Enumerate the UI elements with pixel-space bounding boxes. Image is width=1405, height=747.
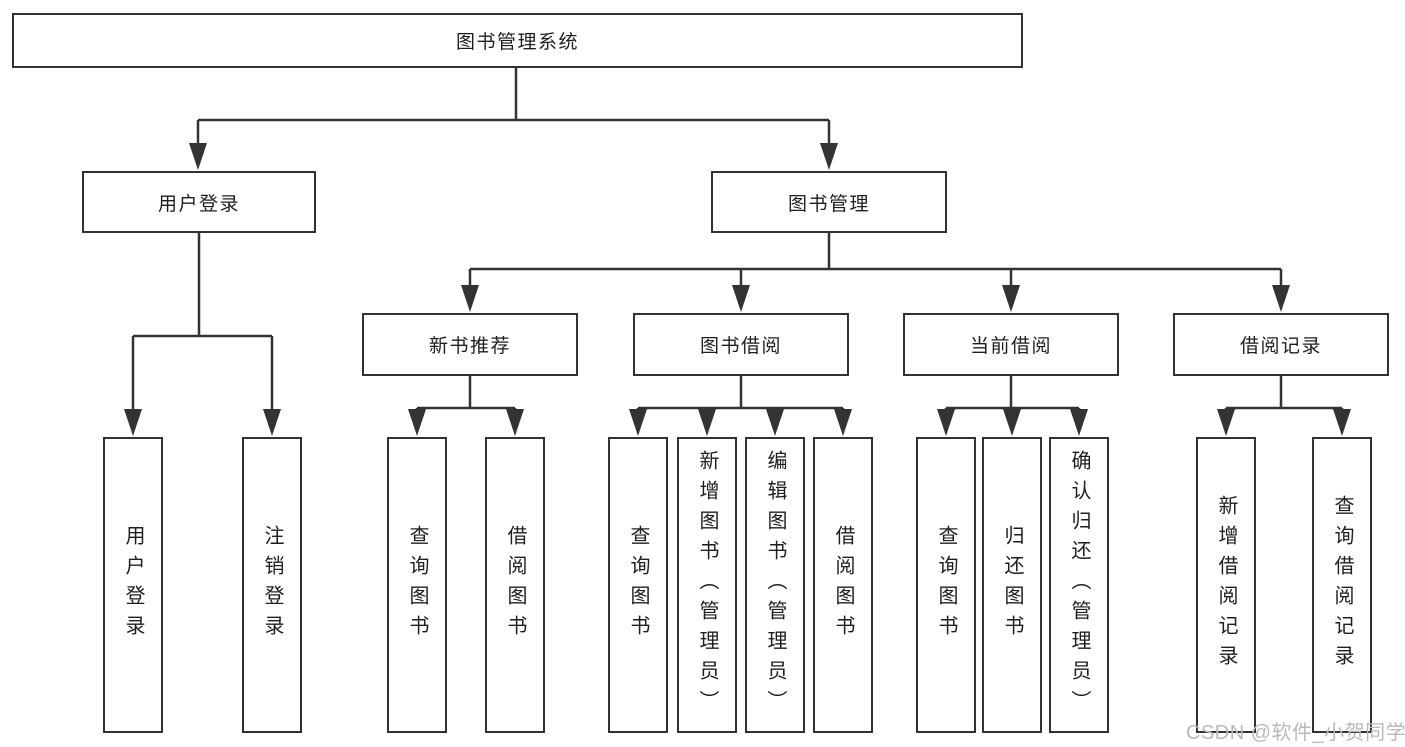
node-label: 借阅图书 — [832, 525, 854, 645]
csdn-watermark: CSDN @软件_小贺同学 — [1186, 722, 1405, 744]
node-label: 当前借阅 — [969, 336, 1052, 357]
node-user-login: 用户登录 — [82, 171, 316, 233]
leaf-query-borrow-record: 查询借阅记录 — [1312, 437, 1372, 733]
node-label: 查询图书 — [935, 525, 957, 645]
leaf-query-books-recommend: 查询图书 — [387, 437, 447, 733]
node-book-borrowing: 图书借阅 — [633, 313, 849, 376]
leaf-edit-books-admin: 编辑图书（管理员） — [745, 437, 805, 733]
leaf-return-books: 归还图书 — [982, 437, 1042, 733]
node-label: 注销登录 — [261, 525, 283, 645]
node-label: 图书管理系统 — [455, 32, 579, 53]
node-label: 用户登录 — [122, 525, 144, 645]
node-label: 编辑图书（管理员） — [764, 450, 786, 720]
node-label: 图书借阅 — [699, 336, 782, 357]
node-label: 新增借阅记录 — [1215, 495, 1237, 675]
node-label: 图书管理 — [787, 193, 870, 215]
node-label: 用户登录 — [157, 193, 240, 215]
node-new-book-recommendation: 新书推荐 — [362, 313, 578, 376]
node-label: 借阅图书 — [504, 525, 526, 645]
node-library-management-system: 图书管理系统 — [12, 13, 1023, 68]
node-current-borrowing: 当前借阅 — [903, 313, 1119, 376]
arrowheads — [124, 143, 1351, 436]
node-label: 查询图书 — [627, 525, 649, 645]
leaf-add-borrow-record: 新增借阅记录 — [1196, 437, 1256, 733]
node-borrowing-records: 借阅记录 — [1173, 313, 1389, 376]
leaf-logout-login: 注销登录 — [242, 437, 302, 733]
node-label: 新增图书（管理员） — [696, 450, 718, 720]
node-label: 确认归还（管理员） — [1068, 450, 1090, 720]
leaf-borrow-books-recommend: 借阅图书 — [485, 437, 545, 733]
leaf-query-books-borrow: 查询图书 — [608, 437, 668, 733]
node-label: 查询借阅记录 — [1331, 495, 1353, 675]
node-label: 借阅记录 — [1239, 336, 1322, 357]
leaf-query-books-current: 查询图书 — [916, 437, 976, 733]
leaf-user-login: 用户登录 — [103, 437, 163, 733]
node-book-management: 图书管理 — [711, 171, 947, 233]
leaf-add-books-admin: 新增图书（管理员） — [677, 437, 737, 733]
node-label: 归还图书 — [1001, 525, 1023, 645]
node-label: 查询图书 — [406, 525, 428, 645]
node-label: 新书推荐 — [428, 336, 511, 357]
leaf-borrow-books: 借阅图书 — [813, 437, 873, 733]
leaf-confirm-return-admin: 确认归还（管理员） — [1049, 437, 1109, 733]
